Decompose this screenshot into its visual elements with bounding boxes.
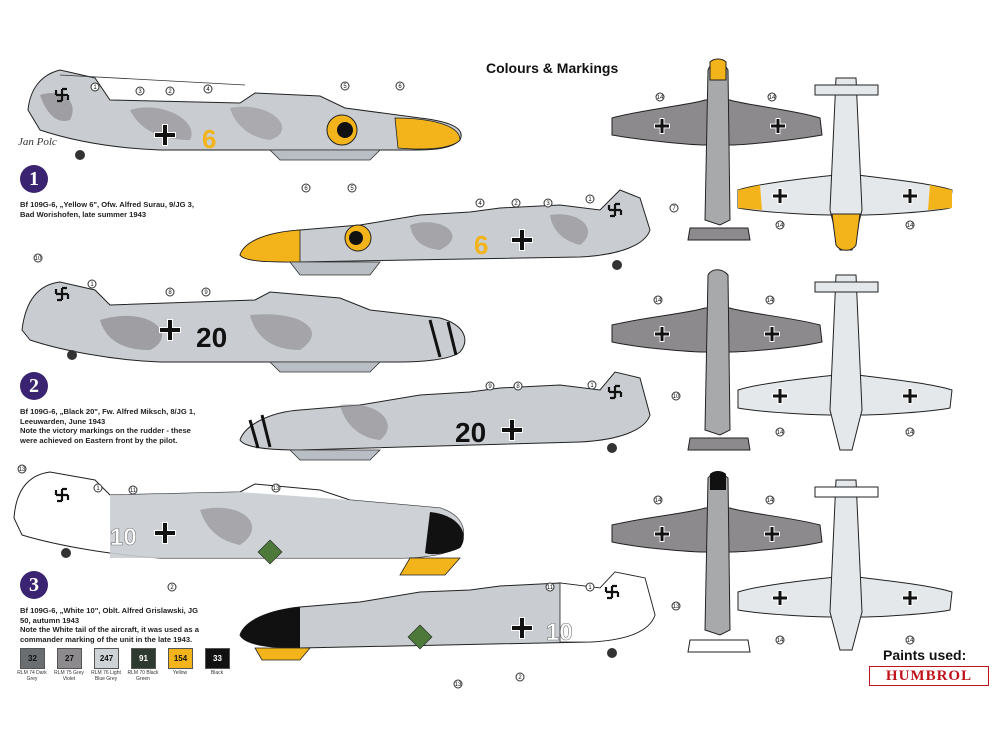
svg-text:1: 1 <box>588 585 592 591</box>
code-black-20-right: 20 <box>455 417 486 448</box>
profile-1-left <box>27 69 462 161</box>
svg-text:10: 10 <box>35 256 42 262</box>
top-view-2 <box>611 269 823 451</box>
caption-note: Note the White tail of the aircraft, it … <box>20 625 199 634</box>
paint-chip: 91 <box>131 648 156 669</box>
svg-text:14: 14 <box>657 95 664 101</box>
paint-chip: 247 <box>94 648 119 669</box>
scheme-badge-3: 3 <box>20 571 48 599</box>
code-white-10-right: 10 <box>546 619 573 646</box>
scheme-caption-3: Bf 109G-6, „White 10", Oblt. Alfred Gris… <box>20 606 270 644</box>
paint-chip: 27 <box>57 648 82 669</box>
caption-line: Bf 109G-6, „Yellow 6", Ofw. Alfred Surau… <box>20 200 194 209</box>
scheme-caption-1: Bf 109G-6, „Yellow 6", Ofw. Alfred Surau… <box>20 200 260 219</box>
svg-text:8: 8 <box>168 290 172 296</box>
svg-text:8: 8 <box>516 384 520 390</box>
svg-text:14: 14 <box>777 223 784 229</box>
svg-text:9: 9 <box>488 384 492 390</box>
scheme-badge-1: 1 <box>20 165 48 193</box>
svg-text:6: 6 <box>304 186 308 192</box>
caption-line: Leeuwarden, June 1943 <box>20 416 106 426</box>
caption-note: were achieved on Eastern front by the pi… <box>20 435 178 445</box>
profile-3-left <box>13 471 464 576</box>
plan-views <box>611 58 953 653</box>
svg-text:3: 3 <box>138 89 142 95</box>
svg-text:2: 2 <box>168 89 172 95</box>
profile-1-right <box>239 189 651 276</box>
caption-line: Bad Worishofen, late summer 1943 <box>20 209 147 219</box>
callout-markers: 1 3 2 4 5 6 6 5 4 2 3 1 7 10 1 8 9 9 8 1… <box>17 81 915 689</box>
scheme-badge-2: 2 <box>20 372 48 400</box>
svg-text:14: 14 <box>907 223 914 229</box>
svg-text:4: 4 <box>478 201 482 207</box>
top-view-1 <box>611 58 823 241</box>
svg-text:14: 14 <box>769 95 776 101</box>
caption-line: 50, autumn 1943 <box>20 615 80 625</box>
paint-chip-label: RLM 70 Black Green <box>127 670 159 682</box>
profile-2-left <box>21 281 466 373</box>
svg-text:14: 14 <box>767 298 774 304</box>
svg-text:13: 13 <box>455 682 462 688</box>
page-title: Colours & Markings <box>486 60 619 76</box>
svg-text:10: 10 <box>673 394 680 400</box>
brand-logo: HUMBROL <box>869 666 989 686</box>
paint-chip-label: Yellow <box>172 670 188 676</box>
caption-line: Bf 109G-6, „White 10", Oblt. Alfred Gris… <box>20 606 199 615</box>
svg-text:13: 13 <box>19 467 26 473</box>
paint-chip-label: RLM 74 Dark Grey <box>17 670 47 682</box>
paint-chip-label: RLM 76 Light Blue Grey <box>91 670 121 682</box>
svg-text:14: 14 <box>655 498 662 504</box>
svg-text:5: 5 <box>350 186 354 192</box>
svg-text:1: 1 <box>590 383 594 389</box>
code-white-10-left: 10 <box>110 524 137 551</box>
caption-note: Note the victory markings on the rudder … <box>20 426 191 435</box>
paint-chip: 33 <box>205 648 230 669</box>
scheme-caption-2: Bf 109G-6, „Black 20", Fw. Alfred Miksch… <box>20 407 270 445</box>
svg-text:1: 1 <box>96 486 100 492</box>
svg-text:1: 1 <box>90 282 94 288</box>
svg-text:14: 14 <box>777 430 784 436</box>
svg-text:11: 11 <box>547 585 554 591</box>
svg-text:14: 14 <box>655 298 662 304</box>
top-view-3 <box>611 471 823 653</box>
caption-line: Bf 109G-6, „Black 20", Fw. Alfred Miksch… <box>20 407 196 416</box>
bottom-view-2 <box>737 274 953 451</box>
paint-chip-label: RLM 75 Grey Violet <box>54 670 84 682</box>
code-yellow-6-left: 6 <box>202 124 216 154</box>
svg-text:1: 1 <box>93 85 97 91</box>
paints-used-label: Paints used: <box>883 647 967 663</box>
svg-text:14: 14 <box>907 638 914 644</box>
svg-text:14: 14 <box>907 430 914 436</box>
svg-text:11: 11 <box>130 488 137 494</box>
svg-text:6: 6 <box>398 84 402 90</box>
paint-chip: 32 <box>20 648 45 669</box>
svg-text:2: 2 <box>170 585 174 591</box>
svg-text:14: 14 <box>767 498 774 504</box>
profile-2-right <box>239 371 651 461</box>
svg-text:5: 5 <box>343 84 347 90</box>
svg-text:1: 1 <box>588 197 592 203</box>
svg-text:9: 9 <box>204 290 208 296</box>
svg-text:13: 13 <box>273 486 280 492</box>
svg-text:13: 13 <box>673 604 680 610</box>
paint-chip: 154 <box>168 648 193 669</box>
paint-chip-label: Black <box>210 670 224 676</box>
artist-signature: Jan Polc <box>18 136 57 148</box>
caption-note: commander marking of the unit in the lat… <box>20 634 193 644</box>
svg-text:3: 3 <box>546 201 550 207</box>
svg-text:14: 14 <box>777 638 784 644</box>
svg-text:2: 2 <box>518 675 522 681</box>
code-yellow-6-right: 6 <box>474 230 488 260</box>
bottom-view-1 <box>737 77 953 251</box>
code-black-20-left: 20 <box>196 322 227 353</box>
svg-text:7: 7 <box>672 206 676 212</box>
svg-text:4: 4 <box>206 87 210 93</box>
svg-text:2: 2 <box>514 201 518 207</box>
bottom-view-3 <box>737 479 953 651</box>
